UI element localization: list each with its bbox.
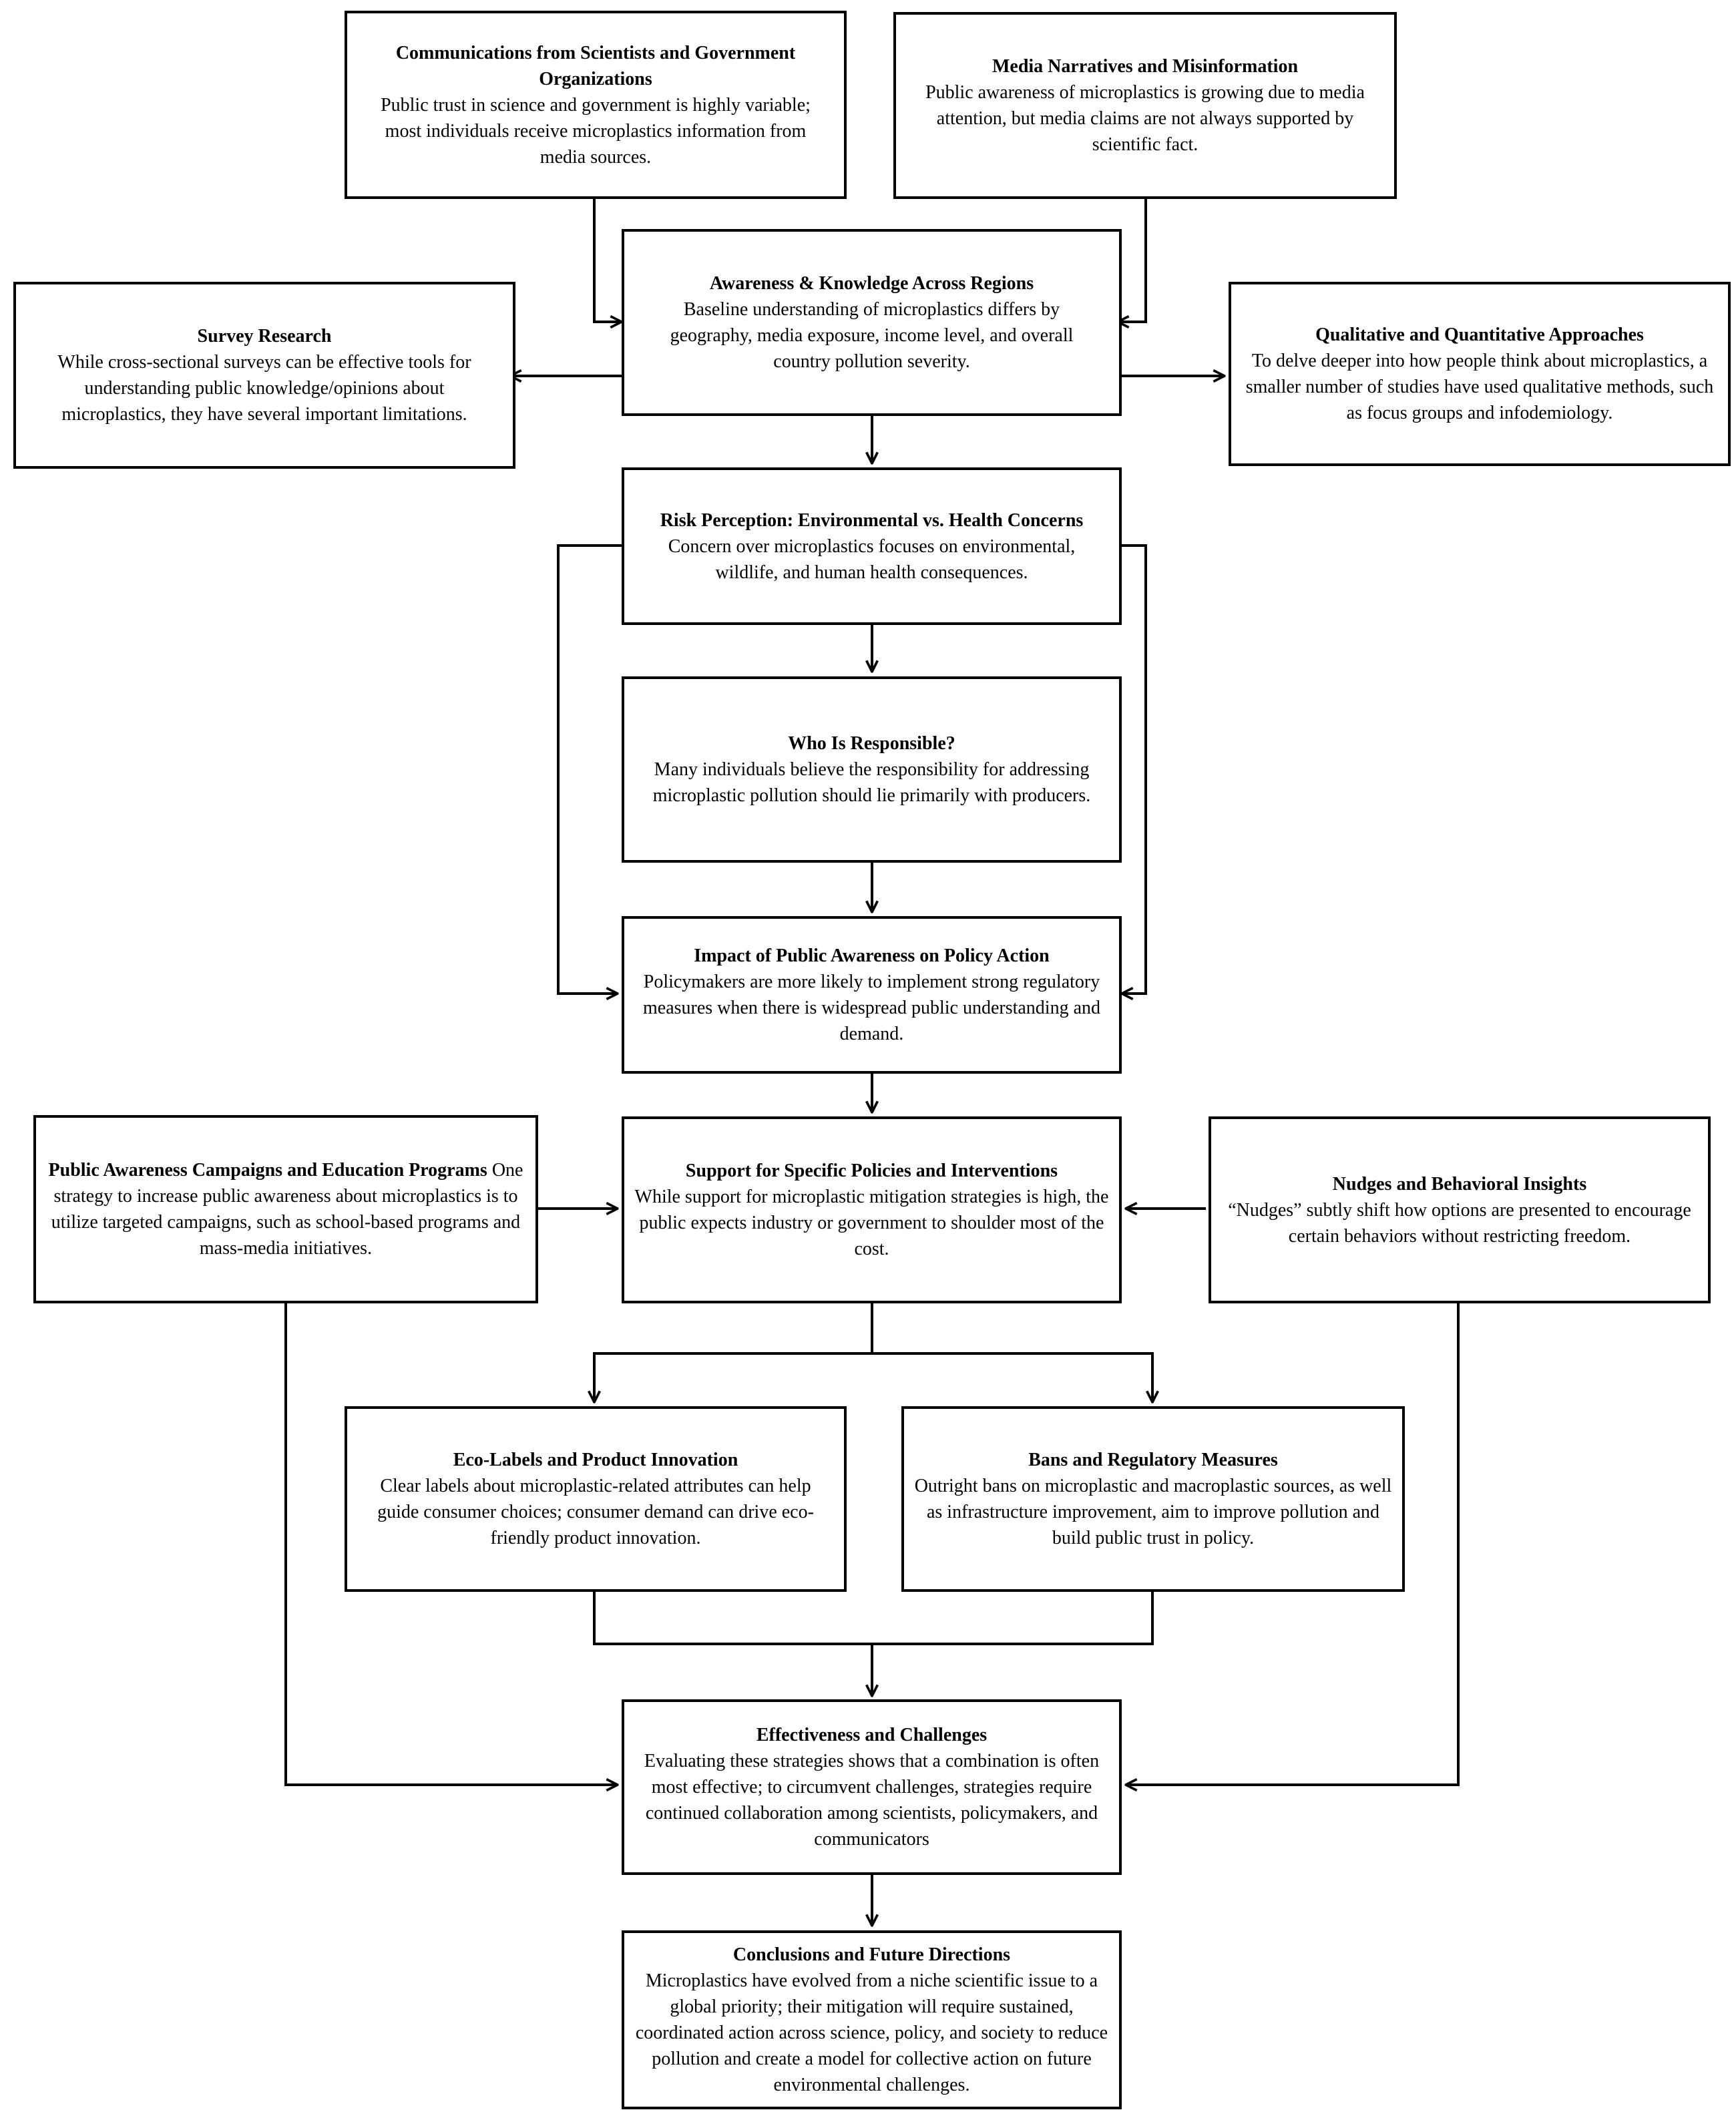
risk-box: Risk Perception: Environmental vs. Healt… — [622, 467, 1122, 625]
ecolabels-title: Eco-Labels and Product Innovation — [453, 1450, 738, 1470]
communications-box: Communications from Scientists and Gover… — [345, 11, 847, 199]
qualitative-text: To delve deeper into how people think ab… — [1245, 351, 1714, 423]
edge-media-to-awareness — [1118, 199, 1147, 322]
ecolabels-text: Clear labels about microplastic-related … — [377, 1476, 814, 1548]
nudges-text: “Nudges” subtly shift how options are pr… — [1228, 1199, 1691, 1247]
impact-text: Policymakers are more likely to implemen… — [642, 972, 1100, 1044]
support-box: Support for Specific Policies and Interv… — [622, 1116, 1122, 1303]
campaigns-title: Public Awareness Campaigns and Education… — [48, 1160, 487, 1181]
edge-nudges-to-effectiveness — [1126, 1303, 1460, 1785]
media-title: Media Narratives and Misinformation — [992, 56, 1299, 77]
responsible-box: Who Is Responsible? Many individuals bel… — [622, 676, 1122, 863]
media-text: Public awareness of microplastics is gro… — [925, 82, 1365, 155]
campaigns-box: Public Awareness Campaigns and Education… — [33, 1115, 538, 1303]
campaigns-text: One strategy to increase public awarenes… — [51, 1160, 523, 1259]
support-title: Support for Specific Policies and Interv… — [685, 1160, 1058, 1181]
effectiveness-box: Effectiveness and Challenges Evaluating … — [622, 1699, 1122, 1875]
impact-box: Impact of Public Awareness on Policy Act… — [622, 916, 1122, 1074]
communications-text: Public trust in science and government i… — [381, 94, 811, 168]
risk-text: Concern over microplastics focuses on en… — [668, 536, 1076, 583]
survey-box: Survey Research While cross-sectional su… — [13, 282, 515, 469]
nudges-title: Nudges and Behavioral Insights — [1332, 1173, 1587, 1195]
edge-communications-to-awareness — [593, 199, 622, 322]
awareness-text: Baseline understanding of microplastics … — [670, 299, 1074, 372]
edge-ecolabels-bans-merge — [593, 1592, 1154, 1645]
responsible-title: Who Is Responsible? — [788, 733, 955, 754]
conclusions-title: Conclusions and Future Directions — [732, 1944, 1011, 1965]
edge-risk-right-to-impact — [1122, 544, 1147, 994]
bans-box: Bans and Regulatory Measures Outright ba… — [901, 1406, 1405, 1592]
awareness-title: Awareness & Knowledge Across Regions — [709, 273, 1034, 294]
support-text: While support for microplastic mitigatio… — [634, 1187, 1109, 1259]
edge-risk-left-to-impact — [557, 544, 622, 994]
risk-title: Risk Perception: Environmental vs. Healt… — [660, 509, 1084, 531]
conclusions-text: Microplastics have evolved from a niche … — [635, 1970, 1108, 2095]
media-box: Media Narratives and Misinformation Publ… — [893, 12, 1397, 199]
edge-support-to-ecolabels — [594, 1303, 873, 1402]
communications-title: Communications from Scientists and Gover… — [395, 42, 796, 89]
survey-text: While cross-sectional surveys can be eff… — [57, 352, 471, 425]
qualitative-title: Qualitative and Quantitative Approaches — [1315, 325, 1644, 345]
awareness-box: Awareness & Knowledge Across Regions Bas… — [622, 229, 1122, 416]
impact-title: Impact of Public Awareness on Policy Act… — [694, 945, 1050, 966]
conclusions-box: Conclusions and Future Directions Microp… — [622, 1930, 1122, 2109]
bans-text: Outright bans on microplastic and macrop… — [914, 1476, 1392, 1548]
edge-campaigns-to-effectiveness — [284, 1303, 618, 1785]
edge-support-to-bans — [872, 1352, 1152, 1402]
ecolabels-box: Eco-Labels and Product Innovation Clear … — [345, 1406, 847, 1592]
effectiveness-text: Evaluating these strategies shows that a… — [644, 1751, 1100, 1850]
effectiveness-title: Effectiveness and Challenges — [756, 1725, 988, 1745]
qualitative-box: Qualitative and Quantitative Approaches … — [1229, 282, 1731, 466]
nudges-box: Nudges and Behavioral Insights “Nudges” … — [1209, 1116, 1711, 1303]
responsible-text: Many individuals believe the responsibil… — [652, 759, 1091, 806]
bans-title: Bans and Regulatory Measures — [1028, 1450, 1278, 1470]
survey-title: Survey Research — [197, 326, 332, 347]
